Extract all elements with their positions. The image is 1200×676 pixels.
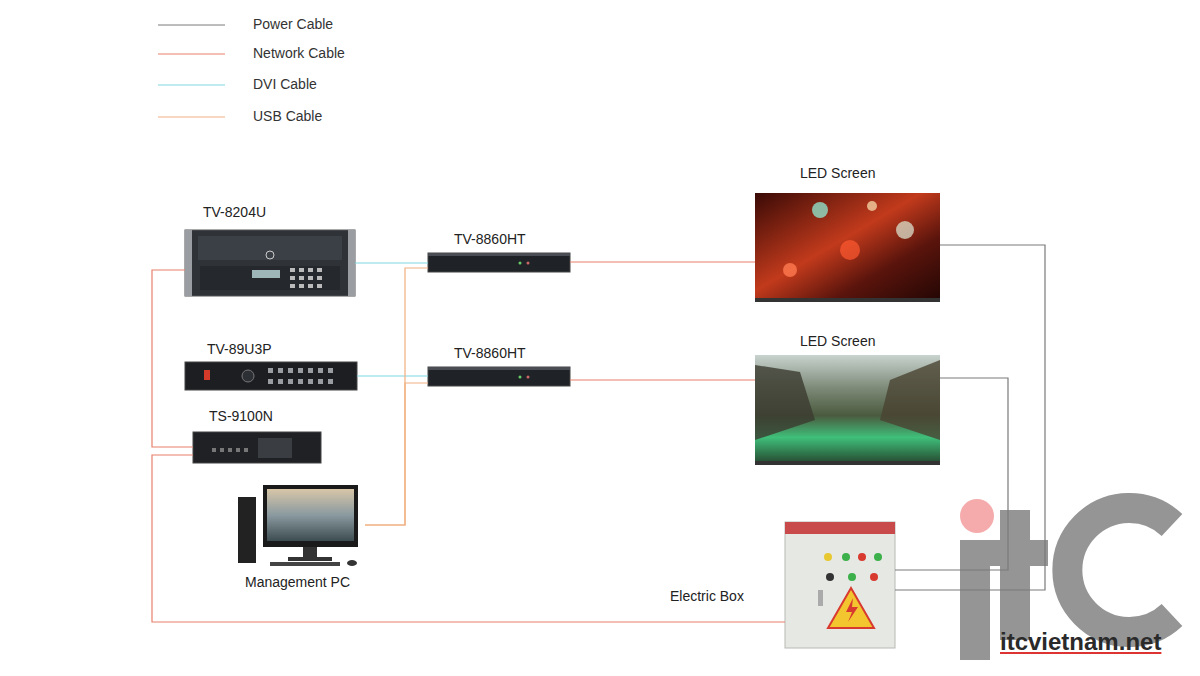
device-node: TS-9100N — [193, 432, 321, 463]
cable-connector — [570, 379, 755, 380]
sender-card-art — [428, 253, 570, 386]
legend-line-sample — [158, 54, 225, 55]
cable-connector — [365, 383, 428, 525]
rack-device-art — [185, 230, 355, 296]
legend-samples — [158, 25, 225, 117]
device-node: Electric Box — [785, 522, 895, 648]
cable-connector — [357, 375, 428, 376]
legend-text: DVI Cable — [253, 76, 317, 92]
device-node: TV-8860HT — [428, 367, 570, 386]
device-label: LED Screen — [800, 333, 875, 349]
device-label: TV-89U3P — [207, 341, 272, 357]
electric-cabinet-art — [785, 522, 895, 648]
device-node: LED Screen — [755, 193, 940, 302]
device-label: Electric Box — [670, 588, 744, 604]
led-screen-art — [755, 193, 940, 465]
watermark-text: itcvietnam.net — [1000, 628, 1161, 656]
device-node: Management PC — [237, 485, 365, 567]
cable-connector — [895, 245, 1045, 590]
cable-connector — [365, 268, 428, 525]
device-node: TV-8204U — [185, 230, 355, 296]
device-label: TV-8204U — [203, 204, 266, 220]
cable-connector — [895, 378, 1008, 570]
rack-device-art — [185, 362, 357, 390]
device-node: TV-8860HT — [428, 253, 570, 272]
legend-text: Network Cable — [253, 45, 345, 61]
device-node: TV-89U3P — [185, 362, 357, 390]
cable-connector — [152, 270, 193, 447]
logo-mark — [960, 499, 1172, 660]
device-label: TV-8860HT — [454, 345, 526, 361]
cable-connector — [570, 261, 755, 262]
cable-connector — [152, 455, 785, 622]
rack-device-art — [193, 432, 321, 463]
device-label: TV-8860HT — [454, 231, 526, 247]
legend-text: Power Cable — [253, 16, 333, 32]
device-label: Management PC — [245, 574, 350, 590]
cable-connector — [355, 262, 428, 263]
computer-art — [238, 485, 358, 566]
legend-line-sample — [158, 85, 225, 86]
device-label: LED Screen — [800, 165, 875, 181]
legend-line-sample — [158, 117, 225, 118]
legend-line-sample — [158, 25, 225, 26]
legend-text: USB Cable — [253, 108, 322, 124]
device-node: LED Screen — [755, 355, 940, 465]
device-label: TS-9100N — [209, 408, 273, 424]
